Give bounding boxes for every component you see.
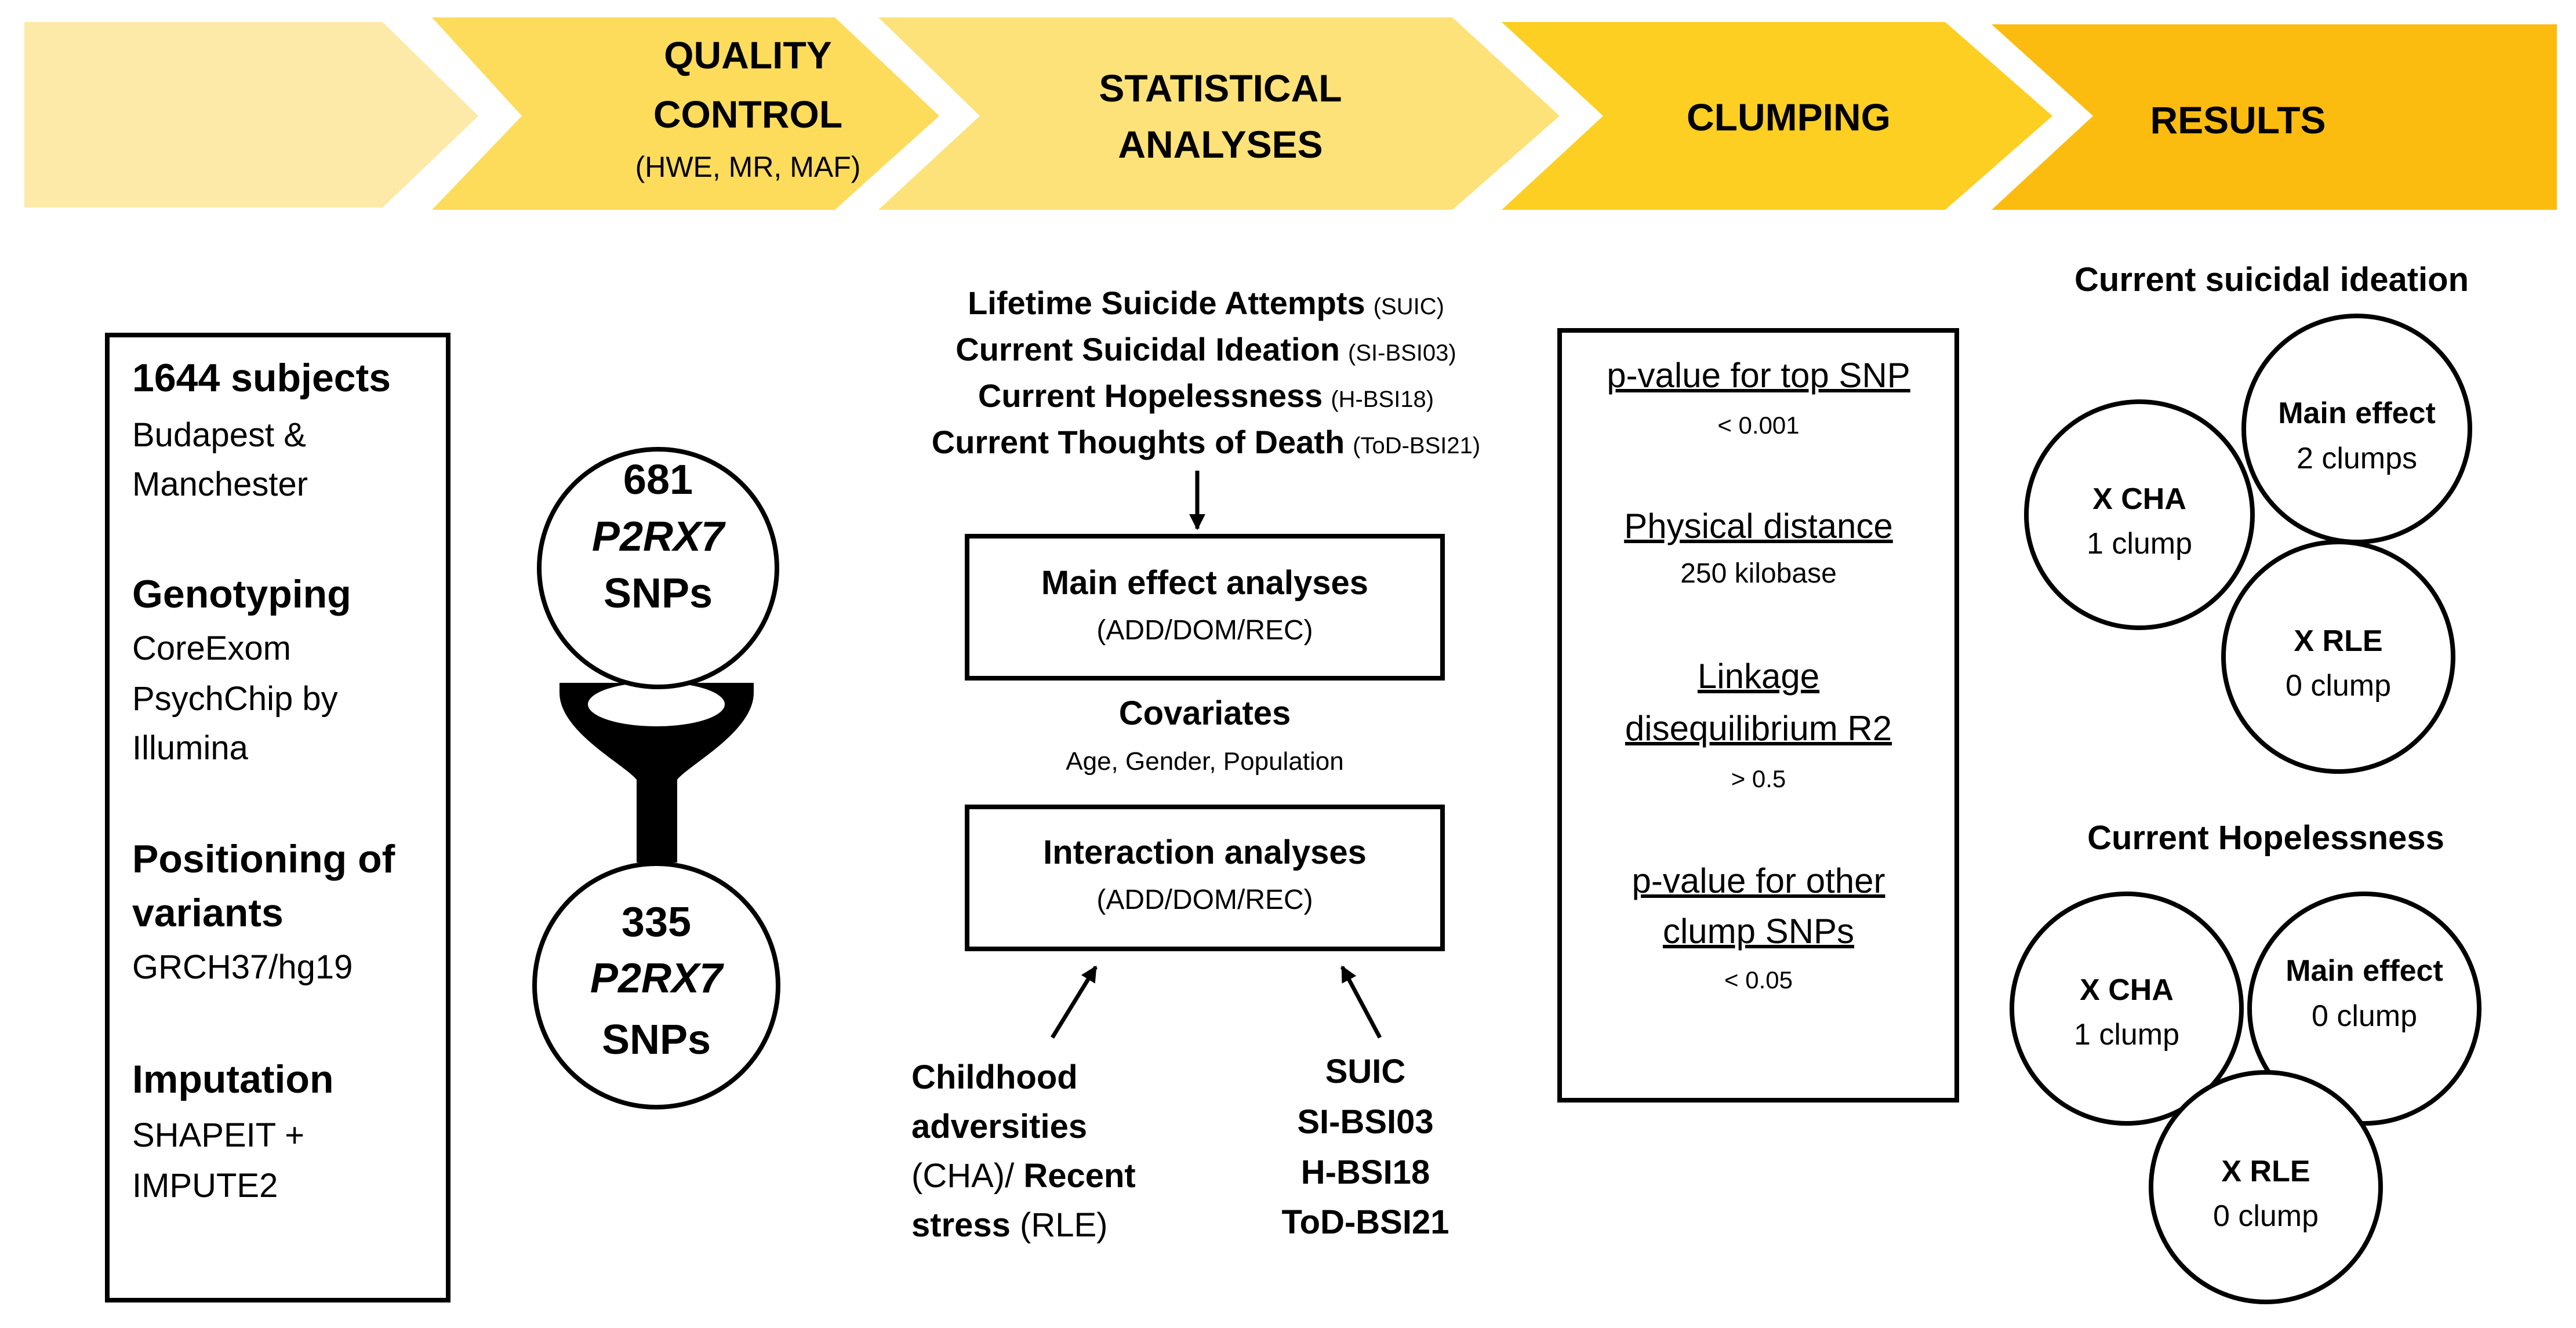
result-circle-value: 1 clump — [2074, 1018, 2179, 1052]
snp-count-circle-after — [532, 861, 780, 1109]
genotyping-line: CoreExom — [132, 630, 291, 667]
subjects-line: Budapest & — [132, 416, 306, 454]
pipeline-step-results-title: RESULTS — [2150, 99, 2326, 141]
results: Current suicidal ideation Main effect 2 … — [2010, 261, 2481, 1304]
covariates-list: Age, Gender, Population — [1066, 747, 1343, 776]
outcome-code: ToD-BSI21 — [1282, 1203, 1449, 1241]
pipeline-step-statistical-analyses-shape — [878, 17, 1560, 210]
imputation-line: SHAPEIT + — [132, 1116, 304, 1154]
arrow-outcomes-to-interaction — [1340, 965, 1382, 1039]
phenotype-item: Current Thoughts of Death(ToD-BSI21) — [932, 424, 1480, 460]
criterion-value: < 0.05 — [1724, 966, 1793, 994]
snp-count-circle-before — [537, 447, 779, 689]
result-circle — [2010, 892, 2244, 1126]
criterion-title: p-value for other — [1632, 861, 1885, 900]
results-group-title: Current Hopelessness — [2087, 819, 2444, 857]
result-circle-value: 0 clump — [2312, 999, 2417, 1033]
result-circle-value: 0 clump — [2213, 1199, 2319, 1233]
funnel-opening — [588, 682, 725, 726]
phenotype-item: Current Hopelessness(H-BSI18) — [978, 377, 1434, 414]
result-circle — [2247, 892, 2481, 1126]
genotyping-line: Illumina — [132, 729, 249, 767]
criterion-title: p-value for top SNP — [1607, 356, 1910, 395]
genotyping-line: PsychChip by — [132, 680, 338, 718]
pipeline-step-statistical-analyses-title-1: STATISTICAL — [1099, 67, 1342, 110]
pipeline-step-clumping-shape — [1502, 22, 2052, 210]
interaction-title: Interaction analyses — [1043, 834, 1367, 871]
snp-gene-after: P2RX7 — [590, 955, 724, 1002]
criterion-value: 250 kilobase — [1680, 558, 1837, 589]
pipeline-step-quality-control-title-2: CONTROL — [653, 93, 842, 136]
snp-gene-before: P2RX7 — [592, 514, 726, 560]
criterion-value: > 0.5 — [1731, 765, 1786, 792]
pipeline-step-clumping-title: CLUMPING — [1687, 96, 1891, 139]
phenotype-item: Lifetime Suicide Attempts(SUIC) — [968, 285, 1444, 321]
main-effect-models: (ADD/DOM/REC) — [1096, 615, 1313, 646]
pipeline-step-quality-control-title-1: QUALITY — [664, 34, 832, 77]
result-circle-value: 2 clumps — [2297, 442, 2417, 475]
environment-line: stress (RLE) — [911, 1206, 1108, 1244]
outcome-code: SUIC — [1325, 1053, 1406, 1090]
clumping-criteria: p-value for top SNP < 0.001 Physical dis… — [1557, 328, 1959, 1103]
pipeline-step-quality-control-shape — [432, 17, 939, 210]
arrow-environment-to-interaction — [1051, 965, 1098, 1039]
positioning-heading: variants — [132, 891, 284, 935]
result-circle-value: 1 clump — [2087, 527, 2192, 561]
imputation-line: IMPUTE2 — [132, 1167, 278, 1205]
result-circle-label: Main effect — [2286, 954, 2443, 988]
criterion-value: < 0.001 — [1717, 412, 1799, 439]
main-effect-title: Main effect analyses — [1041, 564, 1368, 602]
snp-label-before: SNPs — [604, 570, 713, 617]
criterion-title: Linkage — [1698, 657, 1819, 696]
result-circle-label: Main effect — [2278, 396, 2436, 430]
result-circle-value: 0 clump — [2286, 669, 2391, 703]
result-circle-label: X CHA — [2080, 973, 2174, 1007]
subjects-box-frame — [105, 333, 450, 1302]
pipeline-step-quality-control-subtitle: (HWE, MR, MAF) — [635, 151, 861, 183]
subjects-line: Manchester — [132, 465, 308, 503]
result-circle — [2221, 540, 2455, 774]
interaction-box — [965, 805, 1445, 951]
subjects-box: 1644 subjects Budapest & Manchester Geno… — [105, 333, 450, 1302]
criterion-title: disequilibrium R2 — [1625, 709, 1892, 748]
snp-label-after: SNPs — [602, 1017, 711, 1063]
criterion-title: clump SNPs — [1663, 912, 1854, 951]
outcome-code: H-BSI18 — [1301, 1154, 1430, 1191]
snp-count-before: 681 — [623, 457, 693, 503]
snp-funnel: 681 P2RX7 SNPs 335 P2RX7 SNPs — [532, 447, 780, 1109]
genotyping-heading: Genotyping — [132, 572, 351, 616]
result-circle-label: X RLE — [2294, 624, 2382, 658]
subjects-heading: 1644 subjects — [132, 356, 391, 400]
result-circle-label: X CHA — [2092, 482, 2186, 516]
imputation-heading: Imputation — [132, 1057, 334, 1101]
pipeline-step-results-shape — [1992, 24, 2557, 210]
pipeline-step-statistical-analyses-title-2: ANALYSES — [1118, 123, 1322, 166]
environment-line: Childhood — [911, 1058, 1078, 1096]
phenotype-item: Current Suicidal Ideation(SI-BSI03) — [955, 331, 1456, 368]
clumping-box — [1557, 328, 1959, 1103]
interaction-models: (ADD/DOM/REC) — [1096, 885, 1313, 915]
environment-line: adversities — [911, 1108, 1087, 1145]
result-circle — [2024, 399, 2255, 630]
pipeline-step-0-shape — [24, 22, 478, 208]
outcome-code: SI-BSI03 — [1297, 1103, 1433, 1141]
result-circle — [2149, 1070, 2383, 1304]
result-circle-label: X RLE — [2221, 1155, 2310, 1188]
environment-line: (CHA)/ Recent — [911, 1157, 1136, 1195]
pipeline-header: QUALITY CONTROL (HWE, MR, MAF) STATISTIC… — [24, 17, 2557, 210]
results-group-title: Current suicidal ideation — [2074, 261, 2469, 299]
positioning-line: GRCH37/hg19 — [132, 948, 353, 986]
main-effect-box — [965, 534, 1445, 681]
positioning-heading: Positioning of — [132, 837, 395, 881]
criterion-title: Physical distance — [1624, 507, 1893, 545]
funnel-icon — [559, 683, 754, 863]
snp-count-after: 335 — [622, 899, 691, 945]
covariates-title: Covariates — [1119, 694, 1291, 732]
statistical-analyses: Lifetime Suicide Attempts(SUIC) Current … — [911, 285, 1480, 1244]
